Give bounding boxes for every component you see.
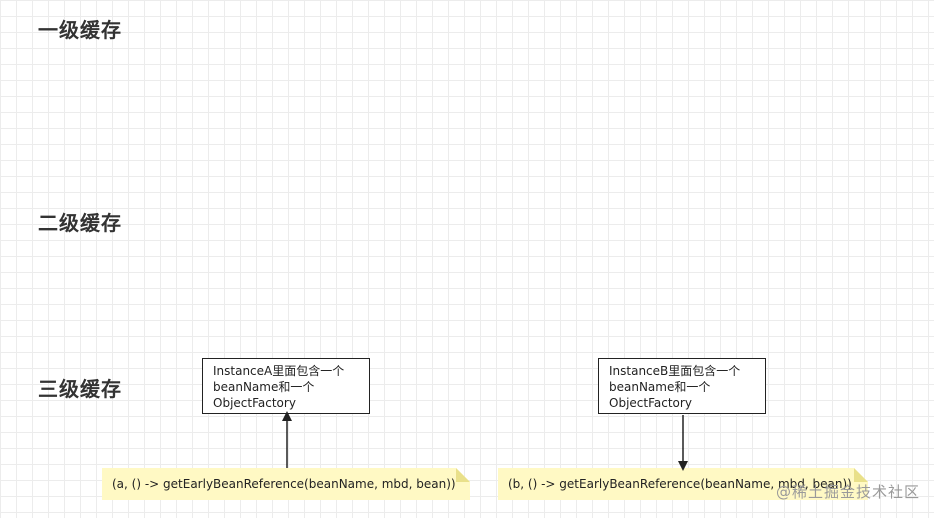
instance-b-factory-note: (b, () -> getEarlyBeanReference(beanName… [498,468,868,500]
level1-cache-label: 一级缓存 [38,18,122,42]
instance-b-box: InstanceB里面包含一个 beanName和一个 ObjectFactor… [598,358,766,414]
level3-cache-label: 三级缓存 [38,377,122,401]
instance-a-factory-note: (a, () -> getEarlyBeanReference(beanName… [102,468,470,500]
instance-a-box: InstanceA里面包含一个 beanName和一个 ObjectFactor… [202,358,370,414]
level2-cache-label: 二级缓存 [38,211,122,235]
watermark: @稀土掘金技术社区 [775,483,920,501]
